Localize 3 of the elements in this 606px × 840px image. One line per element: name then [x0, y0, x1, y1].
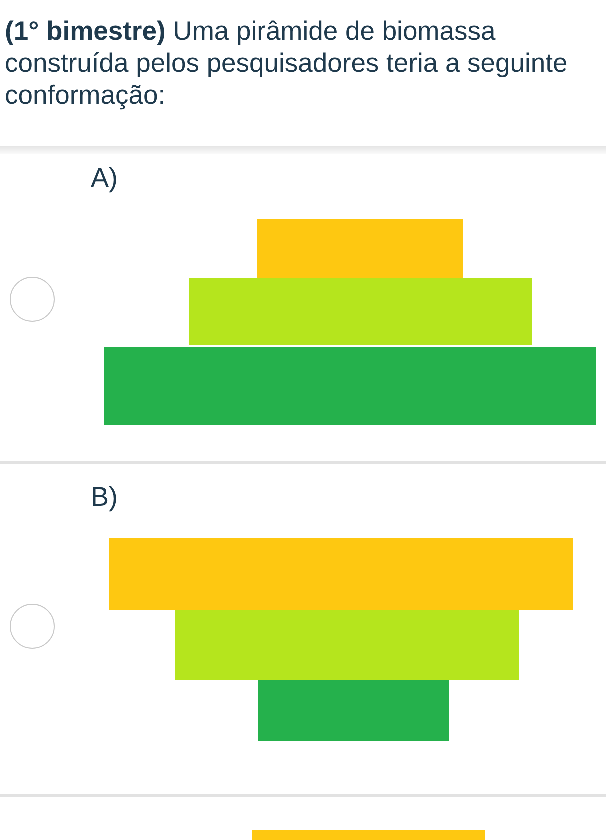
- option-letter: A): [91, 162, 118, 194]
- option-letter: B): [91, 481, 118, 513]
- question-text: (1° bimestre) Uma pirâmide de biomassa construída pelos pesquisadores teria a seguinte conformação:: [5, 15, 569, 111]
